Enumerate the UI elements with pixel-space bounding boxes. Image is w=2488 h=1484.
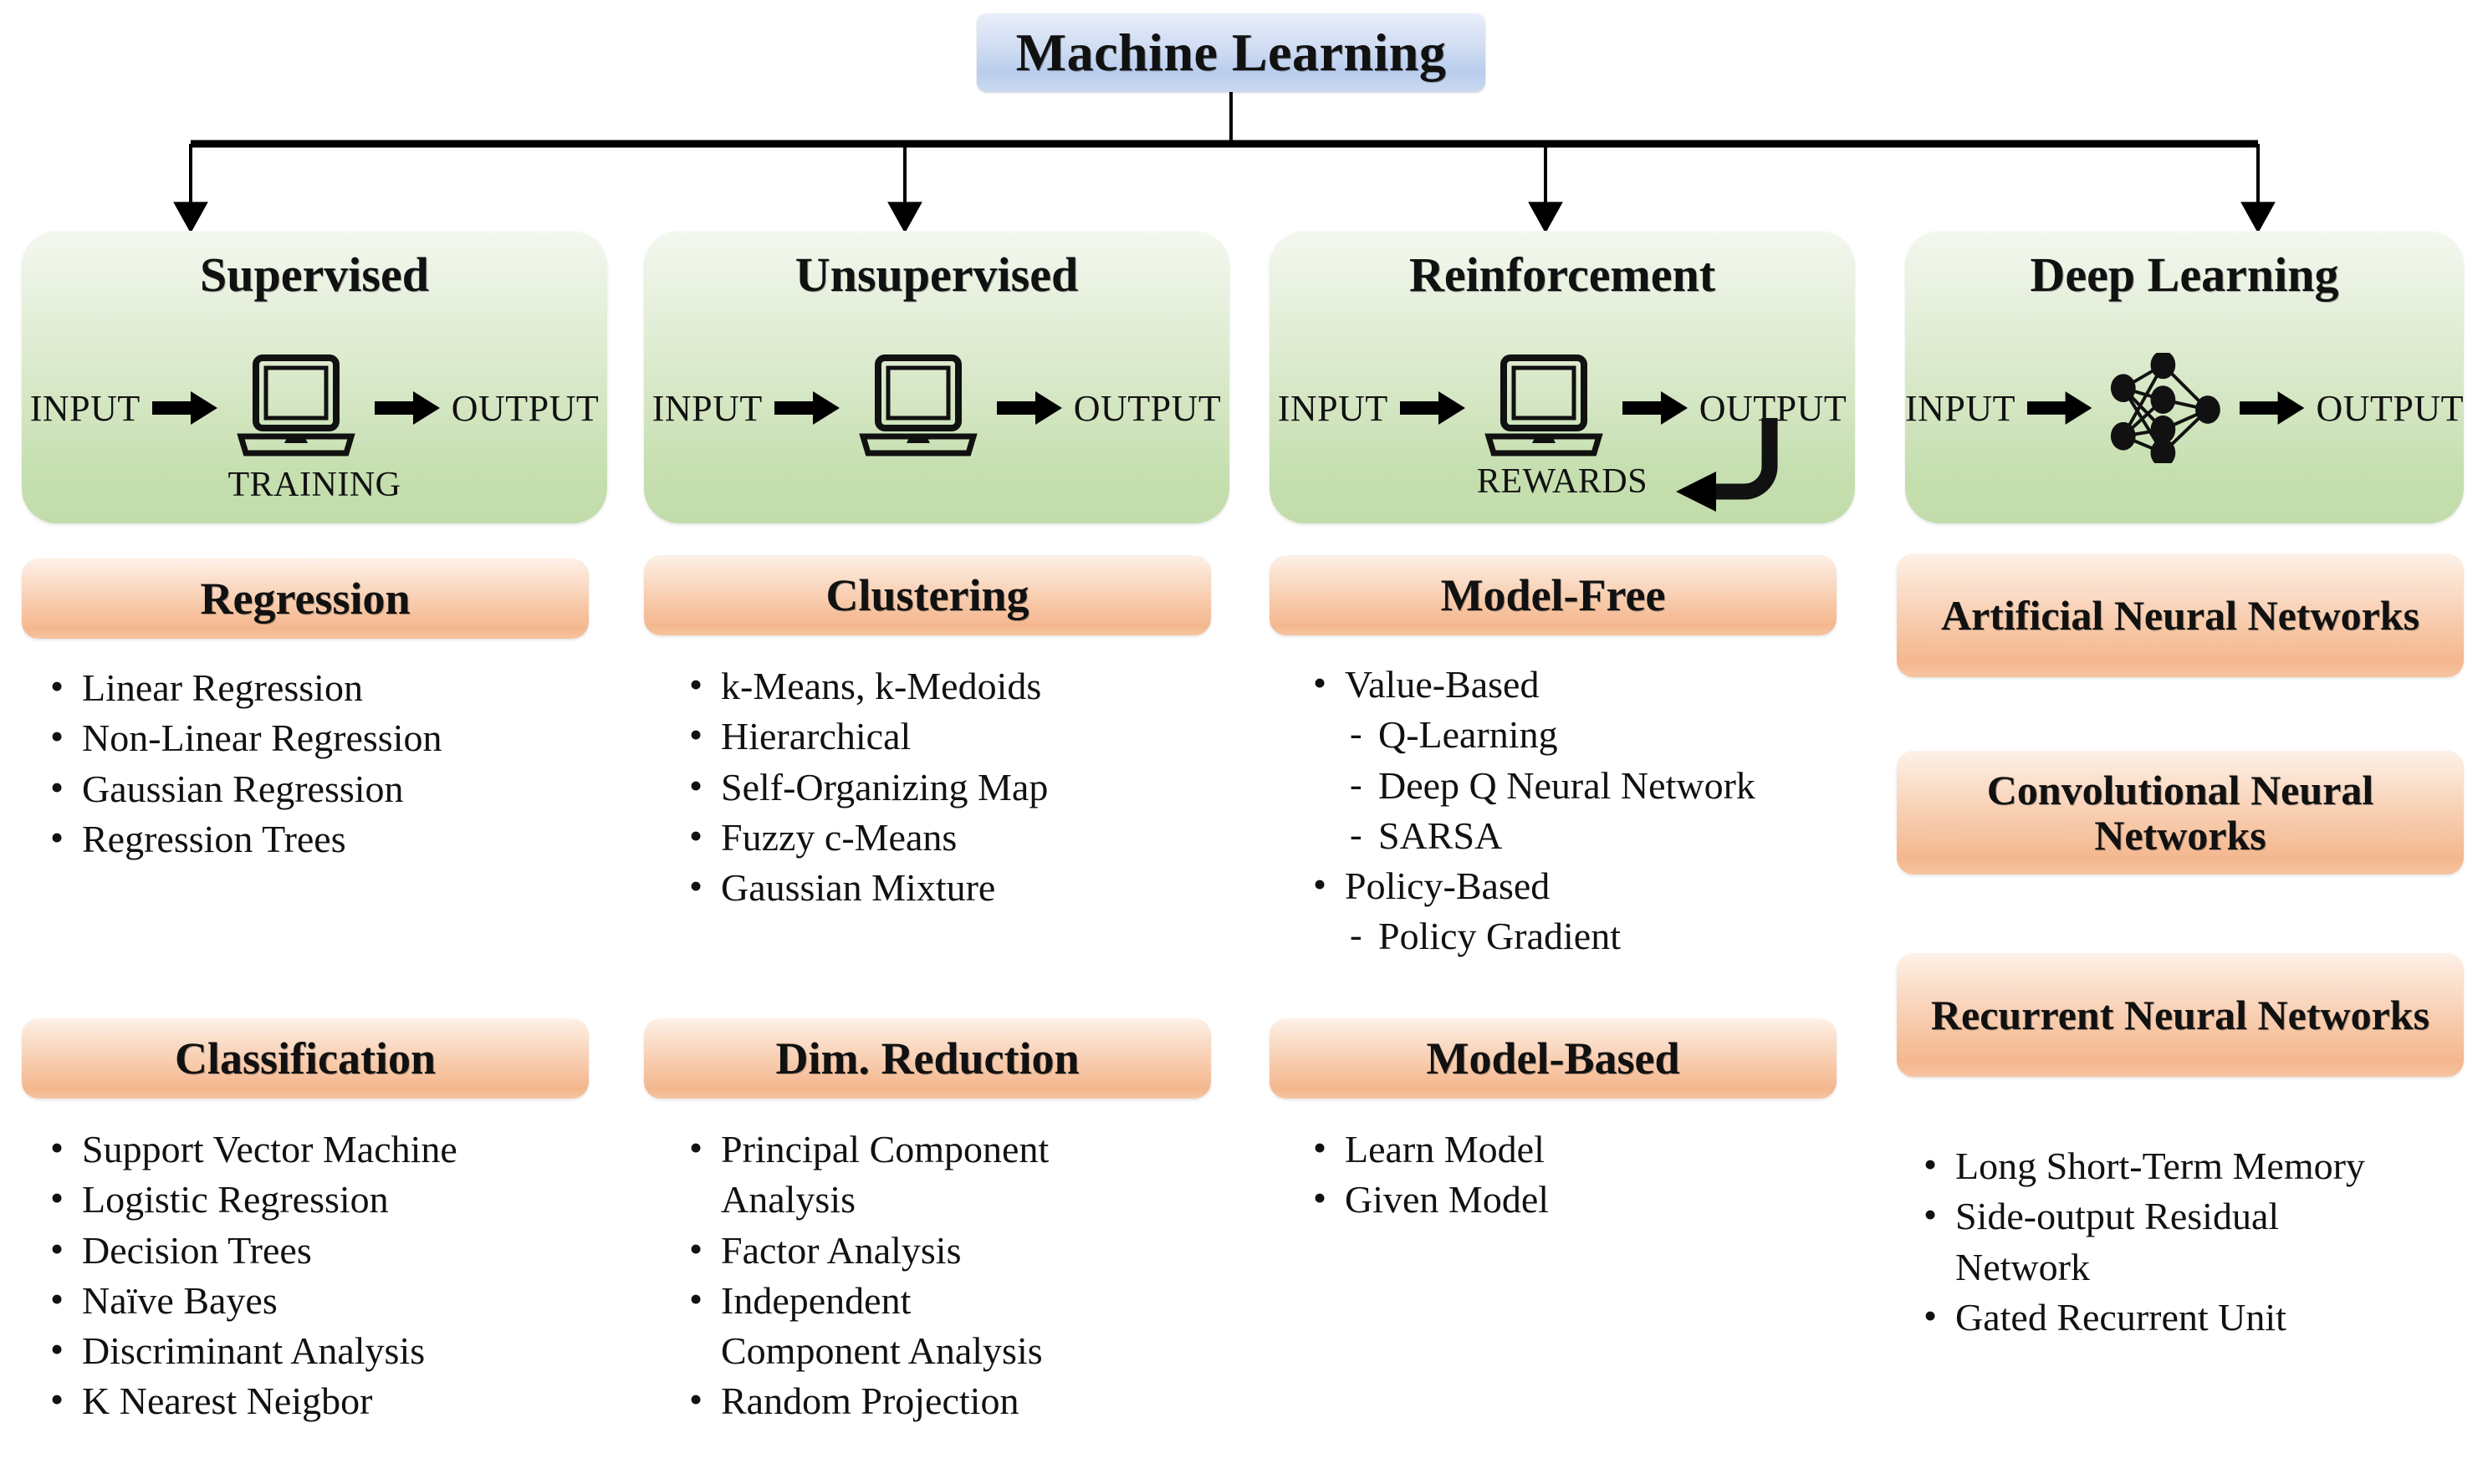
arrow-right-icon — [2027, 391, 2092, 425]
group-header-model-based[interactable]: Model-Based — [1270, 1018, 1837, 1099]
laptop-icon — [237, 354, 355, 456]
feedback-arrow-icon — [1676, 418, 1778, 512]
list-recurrent-neural-networks: Long Short-Term Memory Side-output Resid… — [1917, 1142, 2485, 1345]
arrow-right-icon — [151, 391, 217, 425]
group-header-model-free[interactable]: Model-Free — [1270, 555, 1837, 635]
category-title: Unsupervised — [794, 247, 1079, 302]
input-label: INPUT — [29, 387, 140, 429]
list-model-free: Value-Based Q-Learning Deep Q Neural Net… — [1306, 660, 1892, 965]
group-header-clustering[interactable]: Clustering — [644, 555, 1211, 635]
list-item: Naïve Bayes — [43, 1277, 595, 1323]
group-header-label: Dim. Reduction — [775, 1033, 1080, 1084]
list-subitem: Policy Gradient — [1306, 914, 1892, 959]
list-item: Support Vector Machine — [43, 1125, 595, 1172]
input-label: INPUT — [1277, 387, 1388, 429]
flow-diagram: INPUT OUTPUT — [22, 354, 607, 458]
list-item: Policy-Based — [1306, 862, 1892, 909]
list-item: Logistic Regression — [43, 1175, 595, 1222]
training-caption: TRAINING — [227, 466, 401, 504]
flow-diagram: INPUT OUTPUT — [644, 354, 1229, 458]
group-header-recurrent-neural-networks[interactable]: Recurrent Neural Networks — [1897, 953, 2464, 1077]
list-item: Discriminant Analysis — [43, 1327, 595, 1374]
category-title: Supervised — [200, 247, 429, 302]
group-header-classification[interactable]: Classification — [22, 1018, 589, 1099]
list-item: Decision Trees — [43, 1226, 595, 1273]
category-title: Reinforcement — [1408, 247, 1716, 302]
laptop-icon — [859, 354, 978, 456]
arrow-right-icon — [1399, 391, 1465, 425]
list-item: Gaussian Mixture — [682, 864, 1234, 910]
list-item: Regression Trees — [43, 815, 595, 862]
group-header-label: Model-Based — [1426, 1033, 1680, 1084]
list-item: Side-output Residual — [1917, 1192, 2485, 1239]
output-label: OUTPUT — [451, 387, 600, 429]
input-label: INPUT — [651, 387, 763, 429]
list-dim-reduction: Principal Component Analysis Factor Anal… — [682, 1125, 1251, 1430]
laptop-icon — [1484, 354, 1603, 456]
list-model-based: Learn Model Given Model — [1306, 1125, 1858, 1228]
list-item: Linear Regression — [43, 664, 595, 711]
group-header-label: Artificial Neural Networks — [1940, 592, 2420, 639]
list-item: Long Short-Term Memory — [1917, 1142, 2485, 1189]
list-item: Gaussian Regression — [43, 765, 595, 812]
category-card-reinforcement[interactable]: Reinforcement INPUT OUTPUT REWARDS — [1270, 231, 1855, 523]
group-header-label: Clustering — [825, 569, 1029, 620]
flow-diagram: INPUT — [1905, 353, 2464, 463]
list-item-continuation: Analysis — [721, 1178, 856, 1221]
category-title: Deep Learning — [2030, 247, 2339, 302]
arrow-right-icon — [774, 391, 840, 425]
category-card-deep-learning[interactable]: Deep Learning INPUT — [1905, 231, 2464, 523]
group-header-artificial-neural-networks[interactable]: Artificial Neural Networks — [1897, 553, 2464, 677]
list-item: Learn Model — [1306, 1125, 1858, 1172]
list-item: Independent — [682, 1277, 1251, 1323]
list-item-continuation: Component Analysis — [721, 1329, 1043, 1373]
output-label: OUTPUT — [1073, 387, 1222, 429]
rewards-caption: REWARDS — [1476, 462, 1648, 501]
list-item: Non-Linear Regression — [43, 714, 595, 761]
list-regression: Linear Regression Non-Linear Regression … — [43, 664, 595, 867]
root-node-machine-learning: Machine Learning — [977, 13, 1485, 92]
list-item: K Nearest Neigbor — [43, 1377, 595, 1424]
list-classification: Support Vector Machine Logistic Regressi… — [43, 1125, 595, 1430]
list-item: Random Projection — [682, 1377, 1251, 1424]
root-node-label: Machine Learning — [1015, 23, 1447, 82]
list-item: Principal Component — [682, 1125, 1251, 1172]
output-label: OUTPUT — [2316, 387, 2464, 429]
input-label: INPUT — [1905, 387, 2016, 429]
list-item-continuation: Network — [1955, 1245, 2090, 1288]
list-item: Self-Organizing Map — [682, 763, 1234, 810]
list-item: Given Model — [1306, 1175, 1858, 1222]
list-item: Factor Analysis — [682, 1226, 1251, 1273]
arrow-right-icon — [374, 391, 440, 425]
list-subitem: Deep Q Neural Network — [1306, 763, 1892, 808]
list-subitem: SARSA — [1306, 813, 1892, 859]
list-item: Value-Based — [1306, 660, 1892, 707]
group-header-label: Model-Free — [1440, 569, 1666, 620]
list-item: Gated Recurrent Unit — [1917, 1293, 2485, 1340]
group-header-label: Classification — [174, 1033, 436, 1084]
group-header-regression[interactable]: Regression — [22, 558, 589, 639]
group-header-label: Recurrent Neural Networks — [1930, 992, 2430, 1038]
group-header-convolutional-neural-networks[interactable]: Convolutional Neural Networks — [1897, 751, 2464, 875]
group-header-dim-reduction[interactable]: Dim. Reduction — [644, 1018, 1211, 1099]
list-item: Hierarchical — [682, 712, 1234, 759]
category-card-supervised[interactable]: Supervised INPUT OUTPUT TRAINING — [22, 231, 607, 523]
group-header-label: Regression — [200, 573, 411, 624]
arrow-right-icon — [1622, 391, 1688, 425]
list-item: Fuzzy c-Means — [682, 813, 1234, 860]
list-clustering: k-Means, k-Medoids Hierarchical Self-Org… — [682, 662, 1234, 915]
list-subitem: Q-Learning — [1306, 712, 1892, 757]
list-item: k-Means, k-Medoids — [682, 662, 1234, 709]
neural-network-icon — [2111, 353, 2221, 463]
arrow-right-icon — [2240, 391, 2305, 425]
category-card-unsupervised[interactable]: Unsupervised INPUT OUTPUT — [644, 231, 1229, 523]
group-header-label: Convolutional Neural Networks — [1986, 767, 2374, 859]
arrow-right-icon — [996, 391, 1062, 425]
